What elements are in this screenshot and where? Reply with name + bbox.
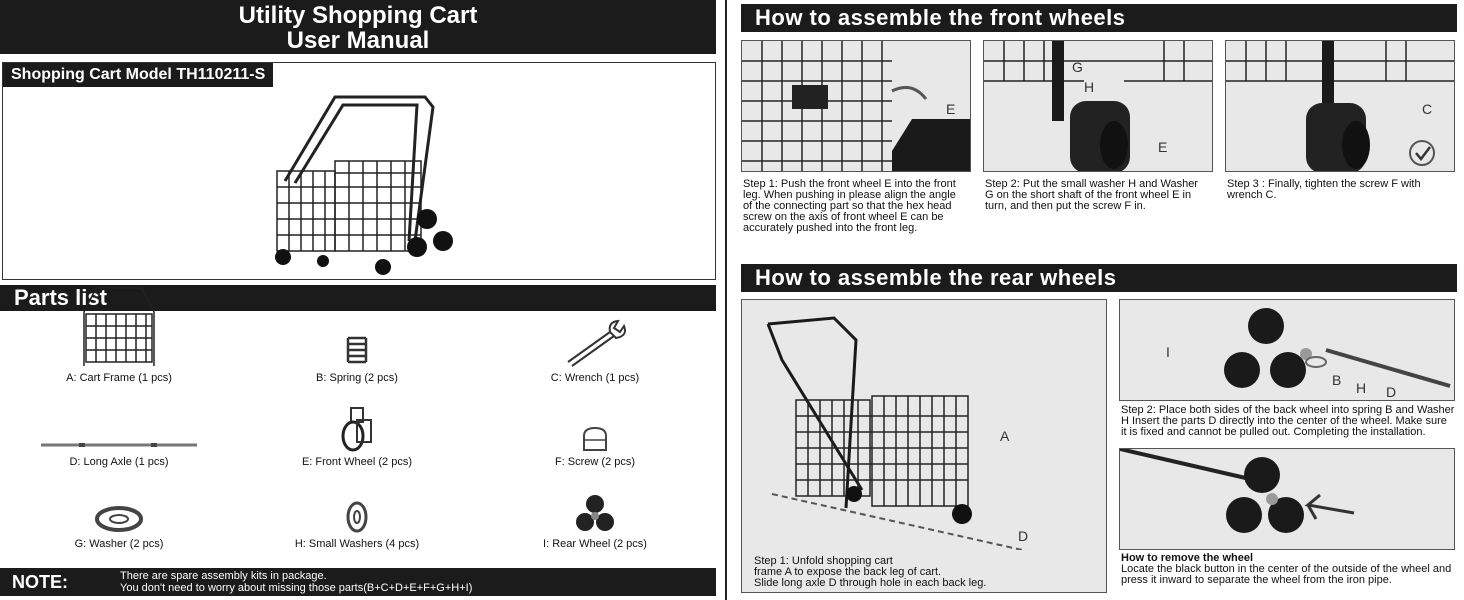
rear-step2-label-i: I: [1166, 344, 1170, 360]
part-label-c: C: Wrench (1 pcs): [550, 372, 640, 384]
rear-step1-label-d: D: [1018, 528, 1029, 544]
parts-grid: A: Cart Frame (1 pcs) B: Spring (2 pcs): [0, 287, 716, 566]
part-item: A: Cart Frame (1 pcs): [0, 287, 238, 384]
front-step2-label-h: H: [1084, 79, 1095, 95]
left-page: Utility Shopping Cart User Manual Shoppi…: [0, 0, 718, 600]
rear-step1-illustration: [766, 316, 1059, 559]
part-label-f: F: Screw (2 pcs): [554, 456, 636, 468]
note-text: There are spare assembly kits in package…: [120, 570, 472, 594]
rear-wheel-icon: [576, 495, 614, 531]
cart-frame-icon: [83, 287, 155, 366]
small-washer-icon: [346, 501, 368, 533]
remove-wheel-illustration: [1120, 449, 1355, 533]
right-page: How to assemble the front wheels E Step …: [737, 0, 1464, 600]
rear-step2-panel: I B H D: [1119, 299, 1455, 401]
front-step2-illustration: [984, 41, 1212, 171]
front-step3-label-c: C: [1422, 101, 1433, 117]
spring-icon: [346, 336, 368, 364]
rear-step1-text: Step 1: Unfold shopping cart frame A to …: [754, 556, 1094, 589]
note-line2: You don't need to worry about missing th…: [120, 582, 473, 594]
rear-wheels-heading: How to assemble the rear wheels: [741, 264, 1457, 292]
note-bar: NOTE: There are spare assembly kits in p…: [0, 568, 716, 596]
manual-title-line2: User Manual: [286, 27, 430, 54]
front-step3-panel: C: [1225, 40, 1455, 172]
part-item: G: Washer (2 pcs): [0, 496, 238, 550]
front-wheels-heading: How to assemble the front wheels: [741, 4, 1457, 32]
rear-step1-panel: A D Step 1: Unfold shopping cart frame A…: [741, 299, 1107, 593]
washer-icon: [95, 506, 143, 532]
part-label-e: E: Front Wheel (2 pcs): [301, 456, 413, 468]
note-label: NOTE:: [12, 571, 68, 592]
part-item: E: Front Wheel (2 pcs): [238, 406, 476, 468]
part-label-d: D: Long Axle (1 pcs): [69, 456, 169, 468]
part-item: H: Small Washers (4 pcs): [238, 496, 476, 550]
rear-step1-text-line2: frame A to expose the back leg of cart.: [754, 566, 942, 578]
remove-wheel-body: Locate the black button in the center of…: [1121, 563, 1452, 586]
rear-step2-label-h: H: [1356, 380, 1367, 396]
cart-illustration: [275, 95, 453, 275]
parts-list-heading: Parts list: [0, 285, 716, 311]
wrench-icon: [567, 319, 626, 367]
part-label-h: H: Small Washers (4 pcs): [294, 538, 420, 550]
rear-step2-label-b: B: [1332, 372, 1342, 388]
manual-title-bar: Utility Shopping Cart User Manual: [0, 0, 716, 54]
rear-step2-text: Step 2: Place both sides of the back whe…: [1121, 404, 1455, 438]
remove-wheel-title: How to remove the wheel: [1121, 552, 1254, 564]
front-step2-label-e: E: [1158, 139, 1168, 155]
front-step3-illustration: [1226, 41, 1454, 171]
front-wheel-icon: [341, 407, 372, 452]
model-box: Shopping Cart Model TH110211-S: [2, 62, 716, 280]
model-label: Shopping Cart Model TH110211-S: [3, 63, 274, 87]
front-step1-text: Step 1: Push the front wheel E into the …: [743, 178, 956, 234]
front-step1-illustration: [742, 41, 970, 171]
front-step1-label-e: E: [946, 101, 956, 117]
note-line1: There are spare assembly kits in package…: [120, 570, 327, 582]
rear-step2-illustration: [1224, 308, 1451, 388]
front-step2-panel: G H E: [983, 40, 1213, 172]
front-step1-panel: E: [741, 40, 971, 172]
front-step2-label-g: G: [1072, 59, 1083, 75]
screw-icon: [583, 426, 607, 451]
part-item: D: Long Axle (1 pcs): [0, 406, 238, 468]
manual-title-line1: Utility Shopping Cart: [238, 2, 478, 29]
part-label-a: A: Cart Frame (1 pcs): [66, 372, 172, 384]
remove-wheel-text: How to remove the wheel Locate the black…: [1121, 553, 1455, 586]
front-step2-text: Step 2: Put the small washer H and Washe…: [985, 178, 1198, 212]
part-item: F: Screw (2 pcs): [476, 406, 714, 468]
front-step3-text: Step 3 : Finally, tighten the screw F wi…: [1227, 178, 1421, 201]
axle-icon: [41, 443, 197, 447]
rear-step2-label-d: D: [1386, 384, 1397, 400]
part-item: I: Rear Wheel (2 pcs): [476, 495, 714, 550]
rear-step1-text-line3: Slide long axle D through hole in each b…: [754, 577, 987, 589]
part-item: C: Wrench (1 pcs): [476, 314, 714, 384]
part-label-i: I: Rear Wheel (2 pcs): [543, 538, 647, 550]
part-item: B: Spring (2 pcs): [238, 314, 476, 384]
rear-step1-label-a: A: [1000, 428, 1010, 444]
part-label-g: G: Washer (2 pcs): [74, 538, 164, 550]
remove-wheel-panel: [1119, 448, 1455, 550]
rear-step1-text-line1: Step 1: Unfold shopping cart: [754, 555, 893, 567]
part-label-b: B: Spring (2 pcs): [316, 372, 398, 384]
page-divider: [725, 0, 727, 600]
